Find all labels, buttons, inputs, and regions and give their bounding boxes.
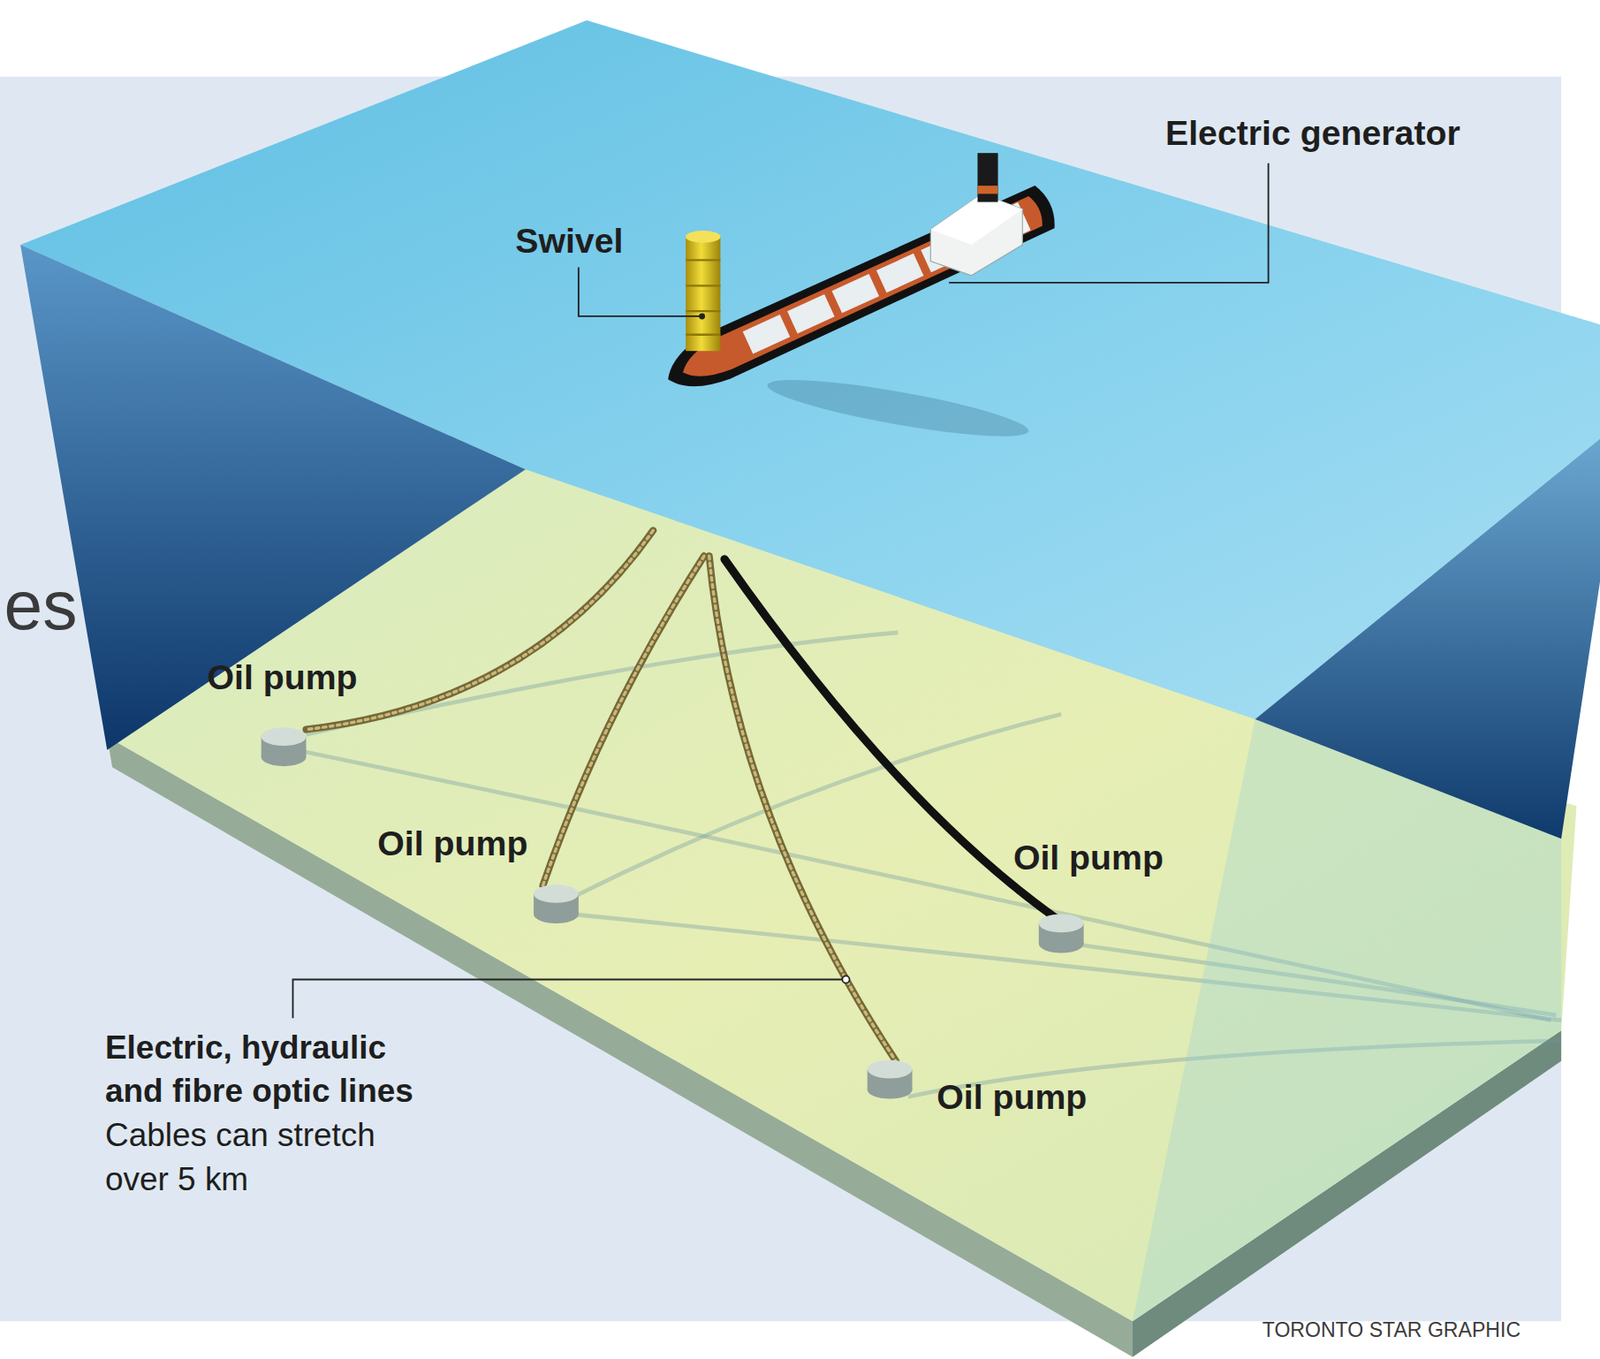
oil-pump bbox=[867, 1060, 913, 1100]
hatch bbox=[743, 314, 791, 354]
swivel-top bbox=[685, 230, 721, 243]
oil-pump bbox=[533, 884, 579, 924]
pump-base bbox=[867, 1080, 913, 1100]
water bbox=[20, 20, 1600, 1321]
ridge bbox=[685, 258, 721, 261]
pump-top bbox=[867, 1060, 913, 1079]
cable bbox=[542, 555, 704, 886]
leader-line bbox=[948, 163, 1269, 283]
funnel-band bbox=[977, 185, 998, 194]
swivel-body bbox=[685, 236, 721, 351]
credit-line: TORONTO STAR GRAPHIC bbox=[1262, 1318, 1521, 1343]
pump-label: Oil pump bbox=[936, 1076, 1087, 1118]
water-glass bbox=[1132, 719, 1562, 1321]
oil-pump bbox=[1038, 914, 1085, 954]
leader-dot bbox=[841, 975, 850, 983]
bridge bbox=[930, 193, 1023, 275]
cable bbox=[709, 555, 896, 1062]
callout-label: Electric generator bbox=[1165, 112, 1461, 154]
cable-shadow bbox=[305, 632, 898, 735]
hatch bbox=[832, 273, 880, 313]
pump-label: Oil pump bbox=[377, 822, 528, 865]
ridge bbox=[685, 310, 721, 312]
ship-shadow bbox=[764, 369, 1032, 448]
pump-label: Oil pump bbox=[206, 656, 357, 698]
cable bbox=[305, 530, 653, 729]
cable-texture bbox=[542, 555, 704, 886]
callout-label: Swivel bbox=[515, 219, 623, 262]
leader-lines bbox=[292, 163, 1268, 1019]
pump-base bbox=[261, 747, 307, 766]
hatch bbox=[787, 294, 835, 334]
ship-deck bbox=[675, 193, 1047, 388]
pump-base bbox=[533, 904, 579, 924]
ridge bbox=[685, 333, 721, 336]
water-left-face bbox=[20, 244, 526, 751]
pump-top bbox=[261, 727, 307, 746]
cables bbox=[305, 530, 1056, 1061]
leader-dot bbox=[698, 312, 706, 319]
pump-base bbox=[1038, 934, 1085, 954]
leader-line bbox=[292, 978, 846, 1018]
bridge-top bbox=[930, 193, 1023, 245]
pump-top bbox=[1038, 914, 1085, 933]
pump-label: Oil pump bbox=[1013, 836, 1164, 879]
callout-heading: Electric, hydraulic and fibre optic line… bbox=[105, 1025, 430, 1114]
ship bbox=[657, 181, 1062, 403]
callout-note: Cables can stretch over 5 km bbox=[105, 1113, 430, 1201]
oil-pump bbox=[261, 727, 307, 766]
cable bbox=[724, 559, 1056, 918]
hatch bbox=[876, 253, 925, 293]
leader-line bbox=[578, 267, 703, 317]
funnel bbox=[977, 152, 998, 202]
ship-hull bbox=[657, 181, 1062, 403]
pump-top bbox=[533, 884, 579, 903]
title-fragment: es bbox=[4, 563, 78, 647]
cable-shadow bbox=[571, 713, 1062, 898]
cable-texture bbox=[709, 555, 896, 1062]
ridge bbox=[685, 284, 721, 287]
swivel-ridges bbox=[685, 259, 721, 334]
cable-texture bbox=[305, 530, 653, 729]
swivel-tower bbox=[685, 230, 721, 351]
